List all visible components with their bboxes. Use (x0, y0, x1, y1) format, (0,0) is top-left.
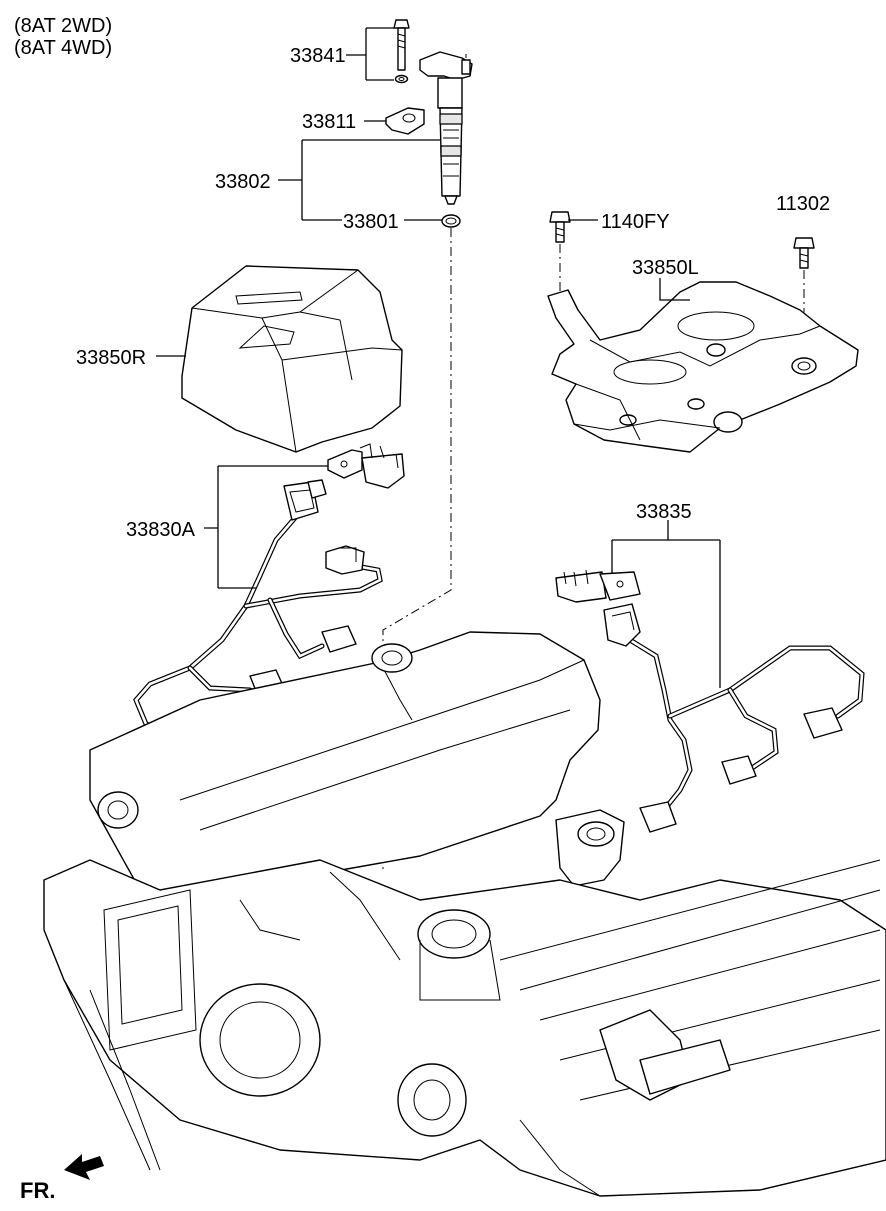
label-33850R: 33850R (76, 347, 146, 369)
label-33802: 33802 (215, 171, 271, 193)
label-33801: 33801 (343, 211, 399, 233)
front-label: FR. (20, 1178, 55, 1203)
engine-block (43, 631, 886, 1197)
bolt-1140FY[interactable] (549, 211, 571, 300)
clamp-33811[interactable] (385, 107, 425, 135)
label-33841: 33841 (290, 45, 346, 67)
label-1140FY: 1140FY (601, 211, 670, 233)
injector-33802[interactable] (419, 51, 473, 205)
label-33835: 33835 (636, 501, 692, 523)
label-33830A: 33830A (126, 519, 196, 541)
variant-4wd-text: (8AT 4WD) (14, 37, 112, 59)
wiring-harness-33835[interactable] (555, 569, 865, 833)
label-11302: 11302 (776, 193, 830, 215)
front-arrow-icon (64, 1154, 104, 1180)
injector-group (278, 19, 473, 870)
label-33850L: 33850L (632, 257, 699, 279)
engine-cover-33850L[interactable] (547, 281, 859, 453)
bolt-33841[interactable] (393, 19, 410, 84)
label-33811: 33811 (302, 111, 356, 133)
variant-2wd-text: (8AT 2WD) (14, 15, 112, 37)
o-ring-33801[interactable] (441, 214, 461, 228)
engine-cover-33850R[interactable] (181, 265, 403, 453)
